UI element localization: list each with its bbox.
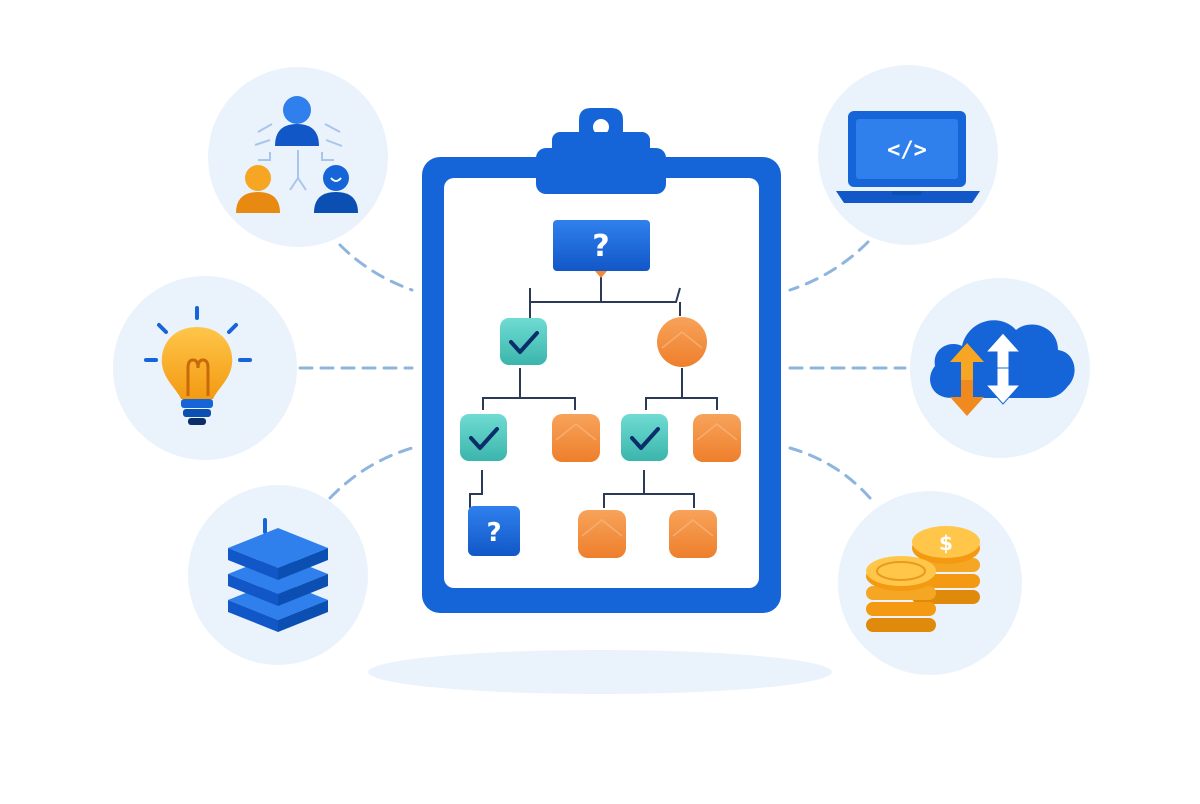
root-question-mark: ? <box>592 229 609 264</box>
leaf-question-mark: ? <box>486 518 501 548</box>
connector-data <box>328 446 414 500</box>
connector-money <box>788 446 872 500</box>
ground-shadow <box>368 650 832 694</box>
connector-team <box>338 243 414 292</box>
connector-code <box>788 240 870 292</box>
orange-square-node <box>578 510 626 558</box>
check-node <box>500 318 547 365</box>
database-stack-icon <box>228 518 328 632</box>
check-node <box>460 414 507 461</box>
clipboard-clip <box>536 108 666 194</box>
cloud-sync-icon <box>930 320 1075 416</box>
orange-square-node <box>693 414 741 462</box>
code-label: </> <box>887 138 927 163</box>
coins-icon: $ <box>866 526 980 632</box>
tree-branches <box>469 272 718 508</box>
check-node <box>621 414 668 461</box>
team-hierarchy-icon <box>236 96 358 213</box>
lightbulb-icon <box>144 306 252 425</box>
orange-square-node <box>552 414 600 462</box>
orange-square-node <box>669 510 717 558</box>
laptop-code-icon: </> <box>836 111 980 203</box>
leaf-question-node: ? <box>468 506 520 556</box>
dollar-label: $ <box>939 531 953 555</box>
clipboard: ? ? <box>422 108 781 613</box>
connectors <box>298 240 907 500</box>
root-question-node: ? <box>553 220 650 278</box>
orange-circle-node <box>657 317 707 367</box>
